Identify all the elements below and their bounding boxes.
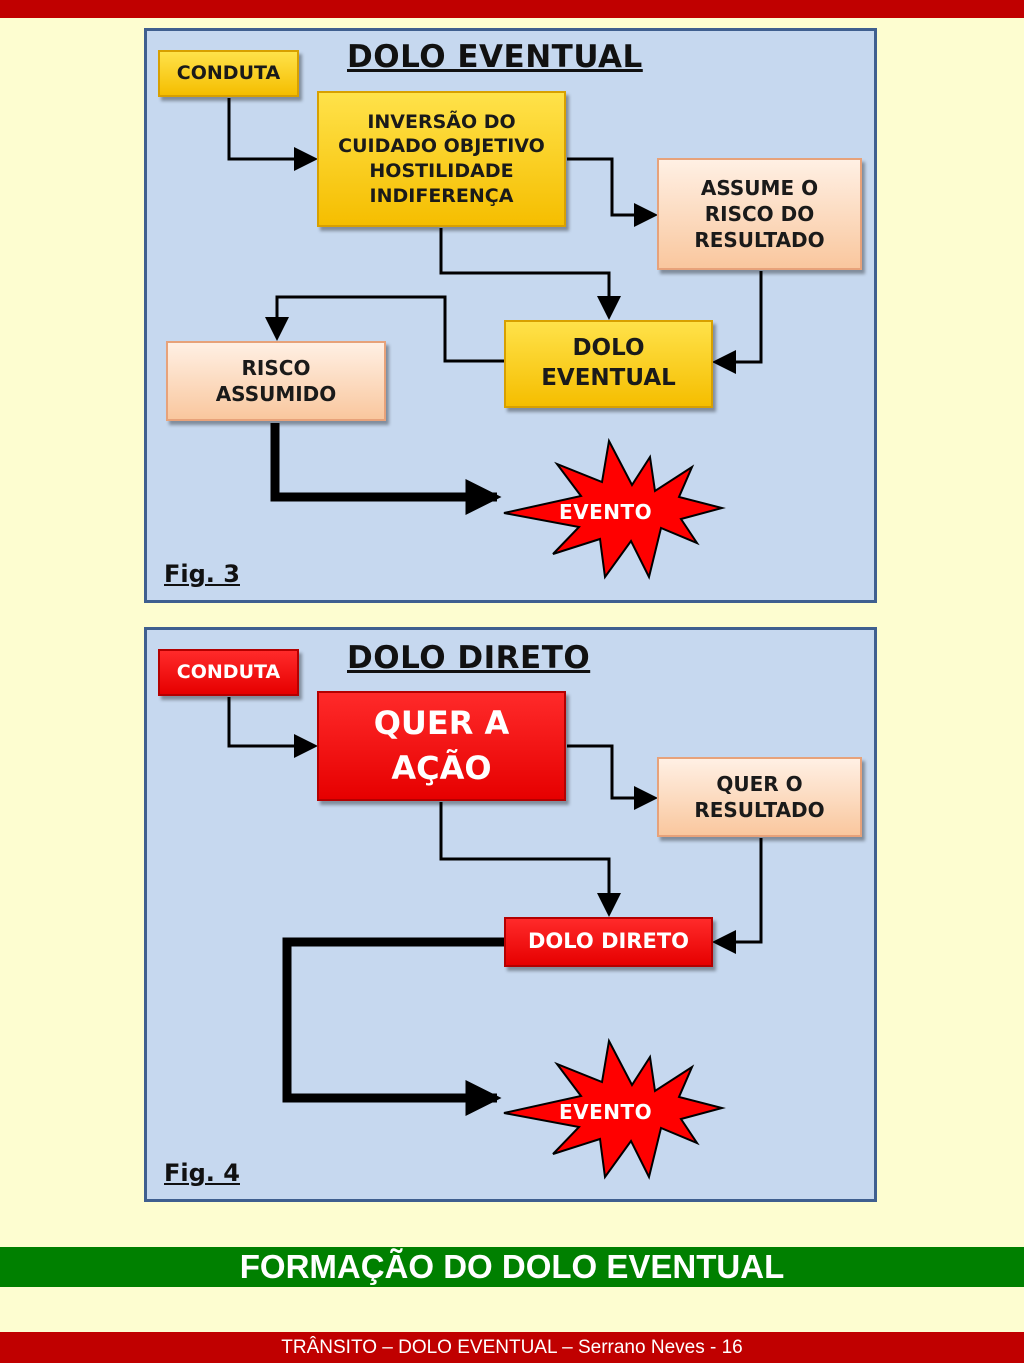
diagram-title: DOLO DIRETO — [347, 640, 591, 676]
inversao-line-2: CUIDADO OBJETIVO — [338, 135, 545, 158]
connector-lines — [227, 98, 763, 580]
assume-line-1: ASSUME O — [700, 176, 819, 200]
conduta-label: CONDUTA — [176, 661, 281, 684]
quer-acao-box: QUER A AÇÃO — [317, 691, 566, 801]
risco-assumido-box: RISCO ASSUMIDO — [166, 341, 386, 421]
dolo-line-2: EVENTUAL — [541, 365, 676, 391]
evento-label: EVENTO — [559, 500, 653, 524]
quer-resultado-line-2: RESULTADO — [694, 798, 825, 822]
arrow-risco-to-evento — [270, 423, 502, 515]
inversao-line-1: INVERSÃO DO — [367, 110, 516, 133]
arrow-quer-resultado-to-dolo — [712, 838, 763, 954]
arrow-dolo-to-evento — [282, 937, 504, 1116]
quer-acao-line-1: QUER A — [373, 704, 510, 743]
risco-line-1: RISCO — [241, 356, 311, 380]
dolo-direto-label: DOLO DIRETO — [527, 929, 690, 954]
footer-bar: TRÂNSITO – DOLO EVENTUAL – Serrano Neves… — [0, 1332, 1024, 1363]
diagram-title: DOLO EVENTUAL — [347, 39, 643, 75]
assume-risco-box: ASSUME O RISCO DO RESULTADO — [657, 158, 862, 270]
conduta-label: CONDUTA — [176, 62, 281, 85]
arrow-conduta-to-quer-acao — [227, 697, 318, 758]
assume-line-3: RESULTADO — [694, 228, 825, 252]
dolo-direto-box: DOLO DIRETO — [504, 917, 713, 967]
footer-caption: TRÂNSITO – DOLO EVENTUAL – Serrano Neves… — [281, 1336, 743, 1358]
evento-label: EVENTO — [559, 1100, 653, 1124]
inversao-line-3: HOSTILIDADE — [369, 160, 514, 182]
arrow-quer-acao-to-quer-resultado — [567, 744, 658, 810]
quer-acao-line-2: AÇÃO — [391, 749, 492, 787]
quer-resultado-line-1: QUER O — [716, 772, 803, 796]
inversao-line-4: INDIFERENÇA — [369, 184, 514, 207]
quer-resultado-box: QUER O RESULTADO — [657, 757, 862, 837]
diagram-panel-dolo-eventual: DOLO EVENTUAL CONDUTA INVERSÃO DO CUIDAD… — [144, 28, 877, 603]
inversao-box: INVERSÃO DO CUIDADO OBJETIVO HOSTILIDADE… — [317, 91, 566, 227]
evento-star-shape — [503, 437, 726, 580]
dolo-eventual-box: DOLO EVENTUAL — [504, 320, 713, 408]
risco-line-2: ASSUMIDO — [215, 382, 337, 406]
arrow-assume-to-dolo — [712, 271, 763, 374]
arrow-inversao-to-assume — [567, 157, 658, 227]
arrow-inversao-to-dolo — [439, 228, 621, 320]
conduta-box: CONDUTA — [158, 50, 299, 97]
arrow-quer-acao-to-dolo — [439, 802, 621, 917]
assume-line-2: RISCO DO — [704, 202, 815, 226]
section-heading-bar: FORMAÇÃO DO DOLO EVENTUAL — [0, 1247, 1024, 1287]
figure-label: Fig. 4 — [164, 1159, 240, 1187]
arrow-conduta-to-inversao — [227, 98, 318, 171]
arrow-dolo-to-risco — [265, 295, 504, 363]
top-red-bar — [0, 0, 1024, 18]
connector-lines — [227, 697, 763, 1180]
section-heading: FORMAÇÃO DO DOLO EVENTUAL — [239, 1248, 785, 1285]
figure-label: Fig. 3 — [164, 560, 240, 588]
dolo-line-1: DOLO — [572, 335, 645, 362]
evento-star-shape — [503, 1037, 726, 1180]
diagram-panel-dolo-direto: DOLO DIRETO CONDUTA QUER A AÇÃO QUER O R… — [144, 627, 877, 1202]
conduta-box: CONDUTA — [158, 649, 299, 696]
